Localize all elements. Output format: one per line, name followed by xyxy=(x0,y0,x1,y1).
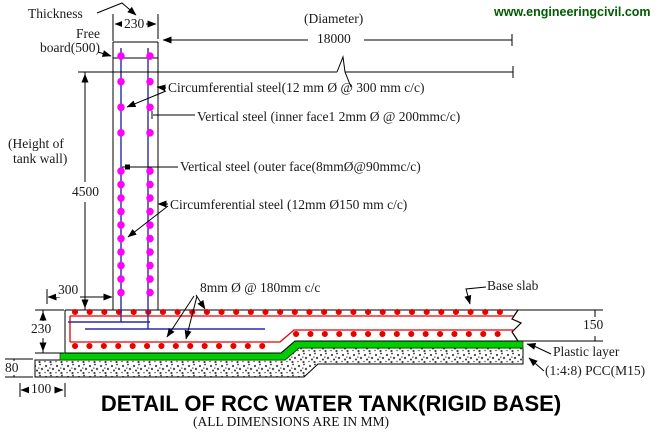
watermark: www.engineeringcivil.com xyxy=(494,5,651,19)
base-slab-outline xyxy=(64,309,595,354)
vert-steel-inner-label: Vertical steel (inner face1 2mm Ø @ 200m… xyxy=(197,109,461,124)
slab-rebar-lines xyxy=(69,315,514,343)
pcc-thickness-dim: 80 xyxy=(3,360,21,375)
plastic-layer-label: Plastic layer xyxy=(553,344,620,359)
diameter-label: (Diameter) xyxy=(304,11,364,26)
free-board-label-line2: board(500) xyxy=(40,40,100,55)
pcc-label: (1:4:8) PCC(M15) xyxy=(545,363,646,378)
circ-steel-top-label: Circumferential steel(12 mm Ø @ 300 mm c… xyxy=(168,80,425,95)
wall-height-dim: 4500 xyxy=(70,184,101,199)
pcc-offset-dim: 100 xyxy=(29,381,54,396)
wall-height-label-line1: (Height of xyxy=(8,136,64,151)
thickness-label: Thickness xyxy=(28,6,83,21)
circ-steel-bottom-label: Circumferential steel (12mm Ø150 mm c/c) xyxy=(170,197,408,212)
base-bars-label: 8mm Ø @ 180mm c/c xyxy=(200,280,321,295)
base-slab-label: Base slab xyxy=(487,278,539,293)
free-board-label-line1: Free xyxy=(76,26,100,41)
drawing-subtitle: (ALL DIMENSIONS ARE IN MM) xyxy=(193,414,389,429)
wall-height-label-line2: tank wall) xyxy=(13,151,68,166)
vert-steel-outer-label: Vertical steel (outer face(8mmØ@90mmc/c) xyxy=(180,159,421,174)
drawing-title: DETAIL OF RCC WATER TANK(RIGID BASE) xyxy=(100,391,562,416)
toe-width-dim: 300 xyxy=(56,282,81,297)
leader-endpoint-marker xyxy=(125,164,130,170)
slab-thickness-dim: 150 xyxy=(581,317,606,332)
wall-thickness-dim: 230 xyxy=(122,16,147,31)
diameter-dim: 18000 xyxy=(315,31,353,46)
leader-lines xyxy=(96,2,552,372)
slab-edge-thickness-dim: 230 xyxy=(29,321,54,336)
dimension-lines xyxy=(5,14,603,397)
pcc-layer xyxy=(34,347,524,378)
